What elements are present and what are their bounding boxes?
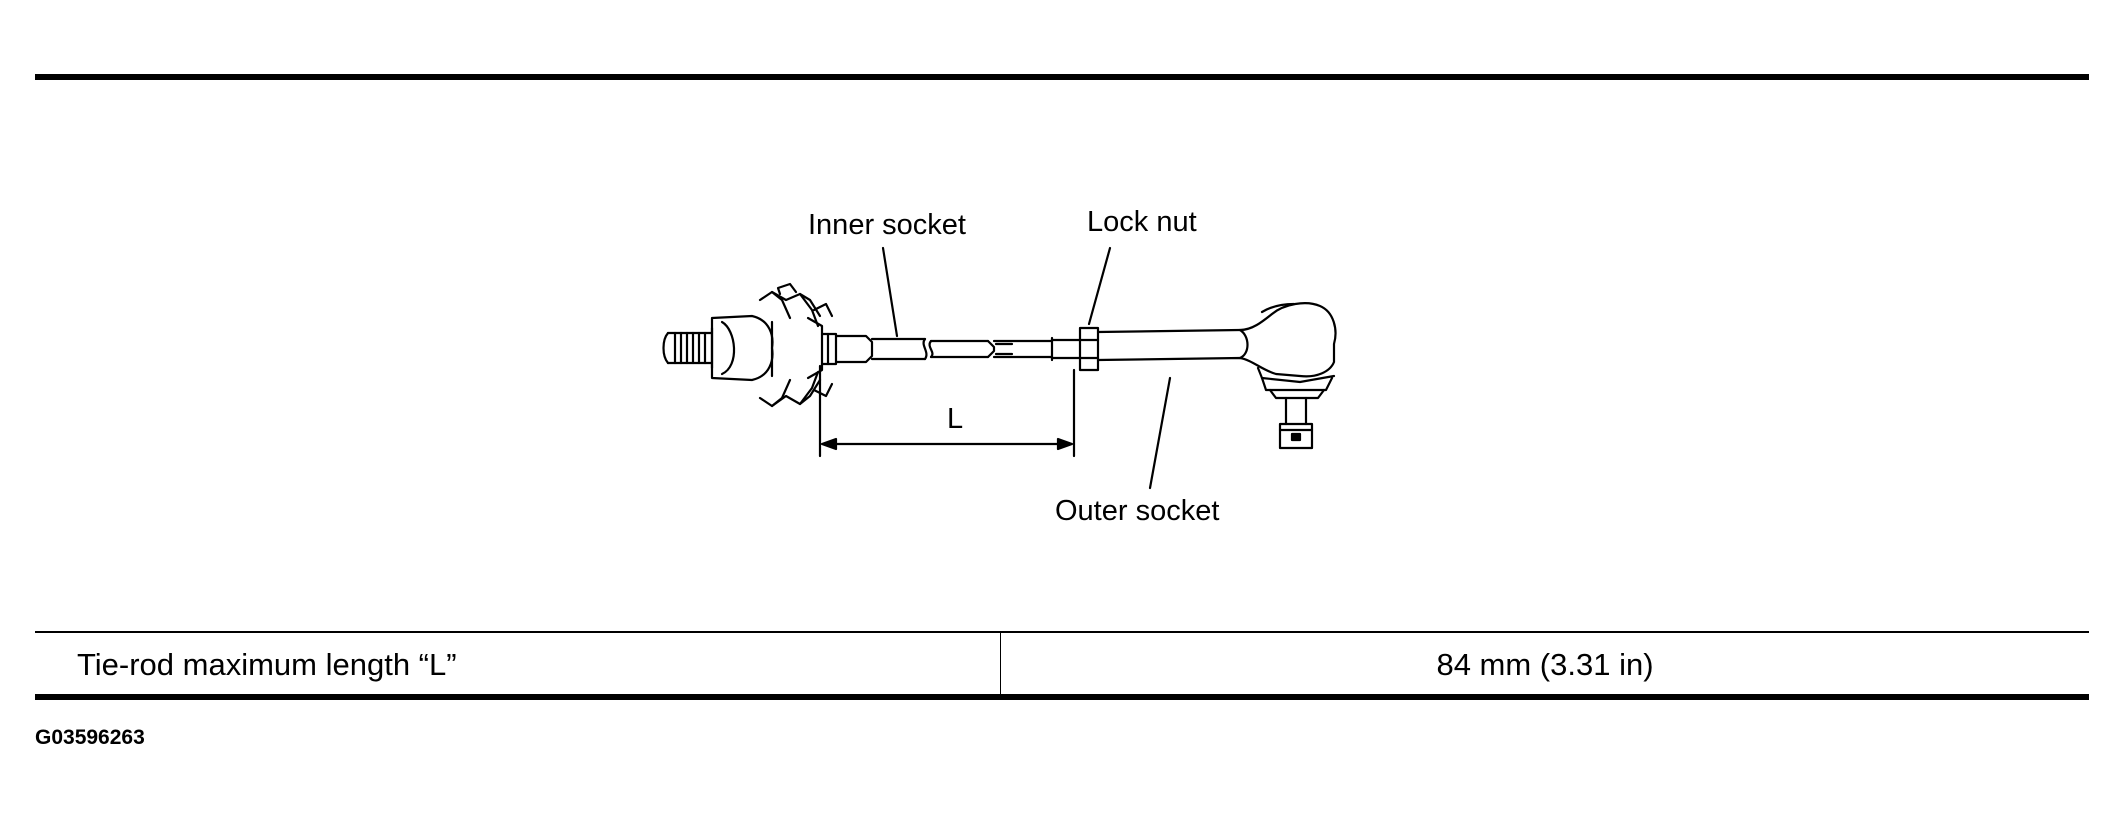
spec-table: Tie-rod maximum length “L” 84 mm (3.31 i… [35, 632, 2089, 698]
lock-nut-leader [1087, 246, 1112, 326]
dimension-l [818, 364, 1076, 458]
figure-code: G03596263 [35, 726, 145, 749]
outer-socket [1096, 302, 1337, 450]
outer-socket-leader [1148, 376, 1172, 490]
inner-socket-collar [820, 332, 874, 366]
inner-socket-label: Inner socket [808, 209, 966, 241]
lock-nut [1078, 326, 1100, 372]
rack-housing [710, 314, 774, 382]
table-row: Tie-rod maximum length “L” 84 mm (3.31 i… [35, 632, 2089, 698]
inner-rod [870, 336, 1082, 362]
boot [758, 282, 834, 408]
inner-socket-leader [881, 246, 899, 338]
dimension-l-label: L [947, 403, 963, 435]
lock-nut-label: Lock nut [1087, 206, 1197, 238]
spec-parameter: Tie-rod maximum length “L” [35, 632, 1001, 698]
table-bottom-rule [35, 694, 2089, 700]
outer-socket-label: Outer socket [1055, 495, 1219, 527]
spec-value: 84 mm (3.31 in) [1436, 647, 1654, 682]
table-top-rule [35, 631, 2089, 633]
top-rule [35, 74, 2089, 80]
threaded-end [662, 326, 714, 370]
